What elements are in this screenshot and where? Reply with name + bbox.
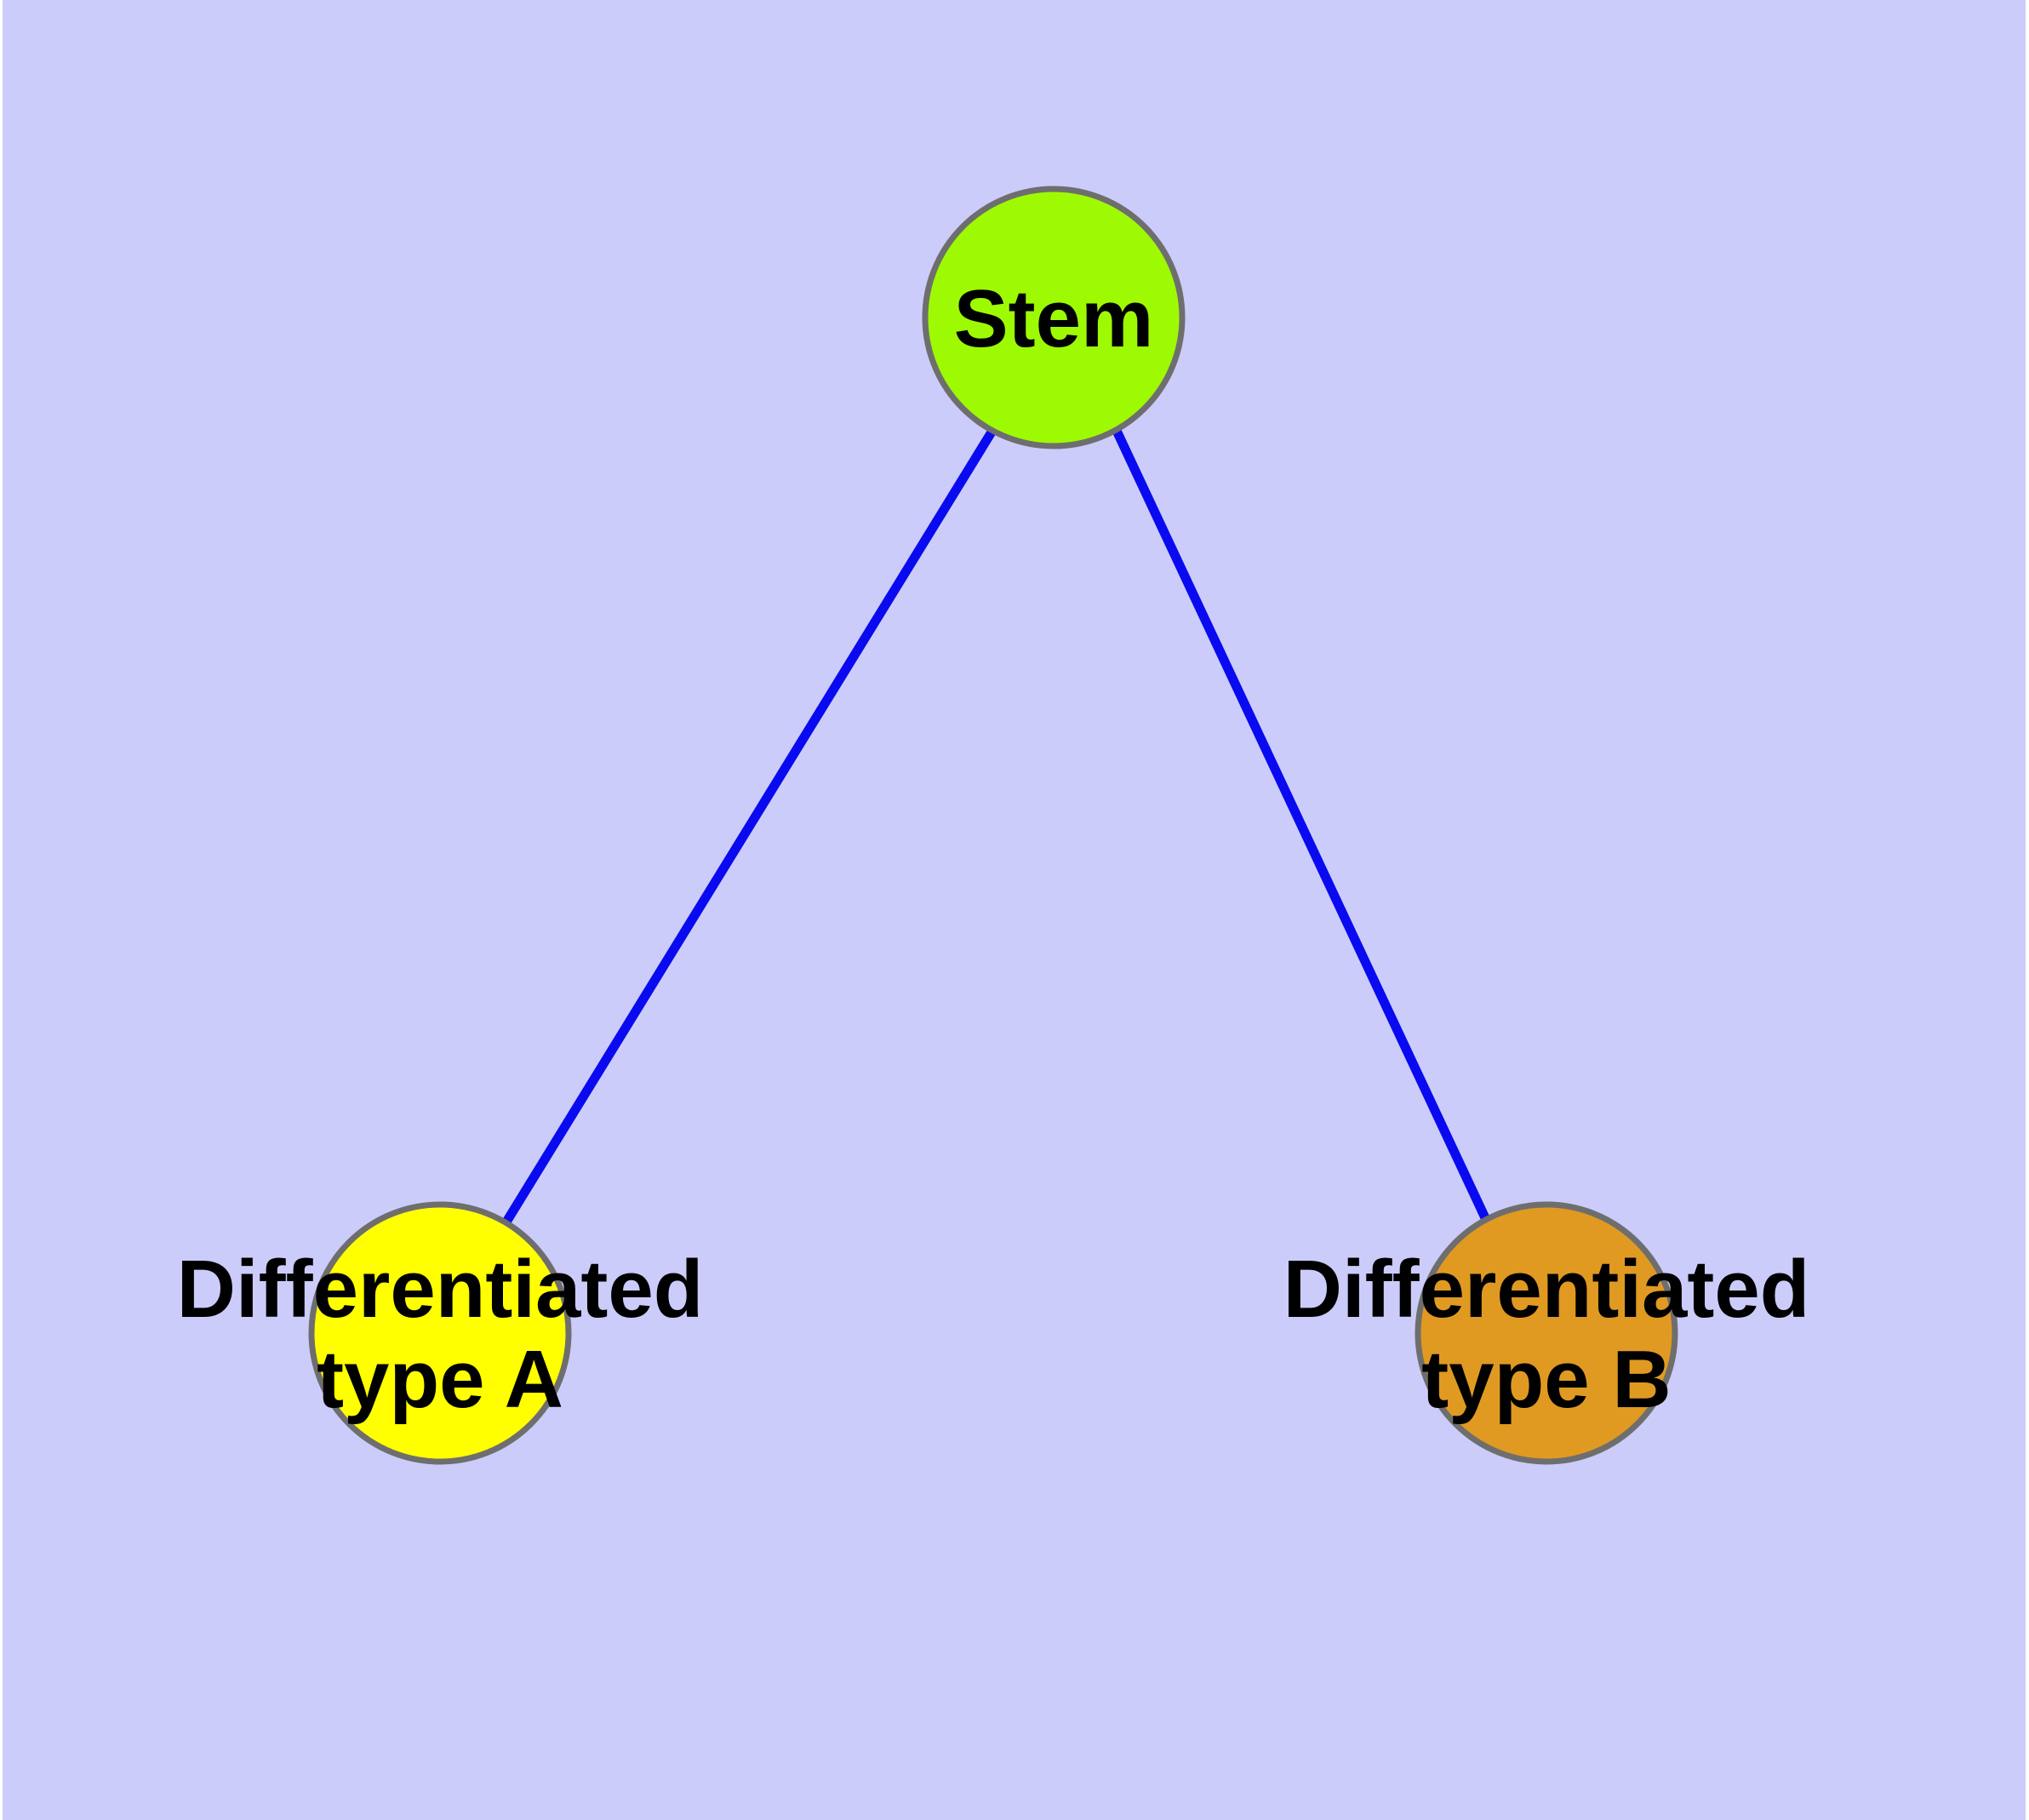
- graph-edge-stem-to-diff_a: [501, 428, 997, 1226]
- edges-layer: [501, 428, 1492, 1226]
- graph-node-label-line: type B: [1421, 1334, 1671, 1425]
- graph-node-label-line: Differentiated: [177, 1244, 704, 1335]
- graph-node-diff_b[interactable]: [1415, 1201, 1678, 1465]
- graph-node-label-line: Differentiated: [1283, 1244, 1810, 1335]
- graph-node-diff_a[interactable]: [308, 1201, 572, 1465]
- graph-edge-stem-to-diff_b: [1112, 428, 1492, 1226]
- graph-node-stem[interactable]: [922, 186, 1186, 449]
- nodes-layer: [308, 186, 1678, 1465]
- graph-node-label-line: Stem: [954, 273, 1154, 364]
- graph-node-label-stem: Stem: [954, 273, 1154, 364]
- graph-node-label-line: type A: [317, 1334, 563, 1425]
